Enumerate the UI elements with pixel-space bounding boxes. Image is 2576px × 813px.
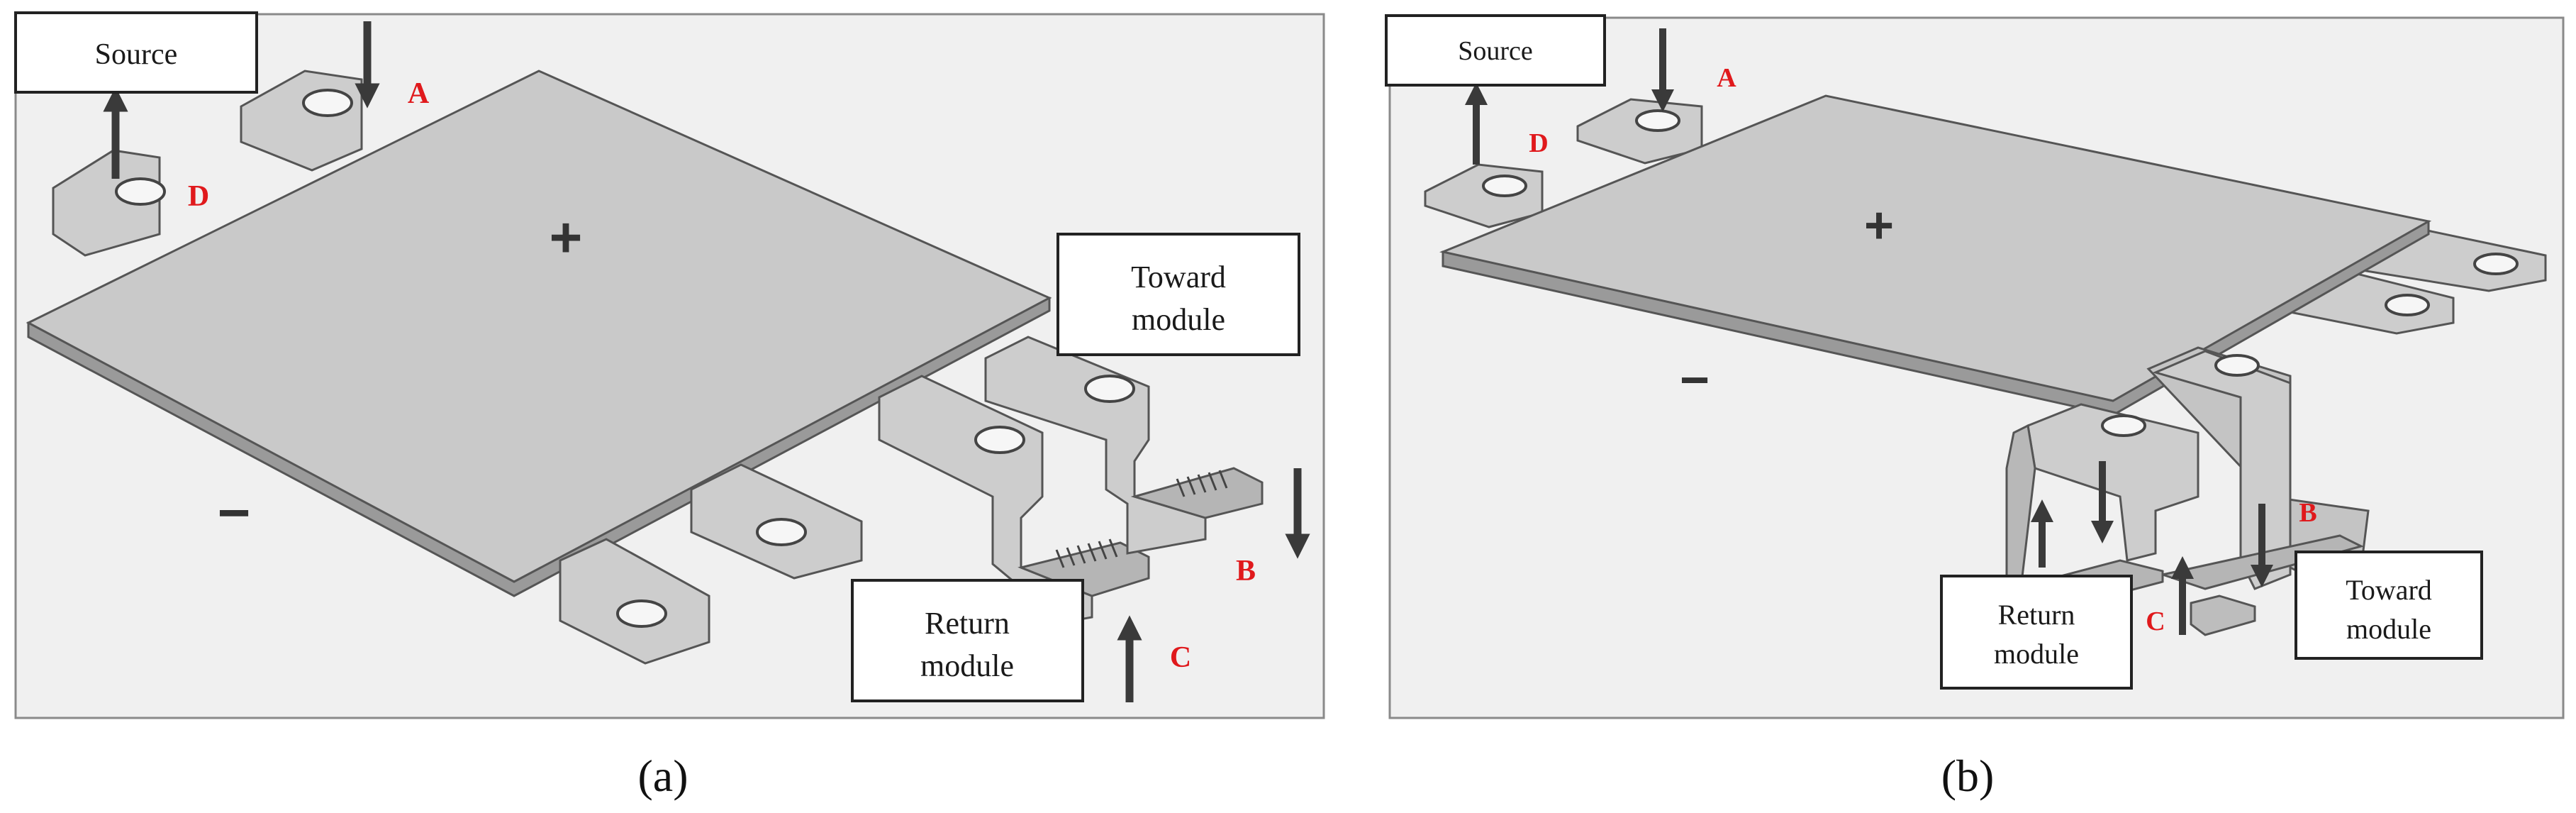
panel-b-toward-label-2: module	[2346, 613, 2431, 645]
panel-a-toward-label-2: module	[1132, 302, 1225, 337]
panel-a: + − Source Toward module Return module A…	[14, 11, 1325, 801]
panel-b-source-box: Source	[1385, 14, 1606, 87]
panel-a-caption: (a)	[637, 751, 688, 801]
panel-a-minus-sign: −	[218, 481, 251, 544]
panel-a-return-label-2: module	[920, 648, 1014, 683]
panel-a-return-box: Return module	[851, 579, 1084, 702]
panel-b-toward-label-1: Toward	[2346, 574, 2432, 606]
panel-a-point-d: D	[188, 180, 209, 213]
panel-a-point-a: A	[408, 77, 430, 110]
panel-a-lower-tab-1	[559, 538, 710, 665]
panel-b-source-label: Source	[1458, 36, 1533, 66]
panel-b-return-label-1: Return	[1998, 599, 2075, 631]
panel-a-plus-sign: +	[550, 206, 583, 269]
panel-b-toward-box: Toward module	[2295, 551, 2483, 660]
panel-b-minus-sign: −	[1680, 352, 1710, 409]
panel-a-lower-tab-2	[690, 463, 863, 580]
panel-b-point-a: A	[1717, 63, 1736, 93]
panel-a-toward-box: Toward module	[1056, 233, 1300, 356]
panel-a-source-box: Source	[14, 11, 258, 94]
panel-b-plus-sign: +	[1864, 197, 1894, 254]
panel-a-connector-return	[878, 375, 1150, 633]
panel-b-point-c: C	[2146, 607, 2165, 636]
panel-a-tab-a	[240, 70, 363, 172]
panel-b: + − Source Return module Toward module A…	[1385, 14, 2565, 801]
panel-a-point-c: C	[1170, 641, 1191, 674]
panel-a-connector-toward	[984, 336, 1264, 555]
panel-b-point-b: B	[2299, 498, 2316, 528]
panel-a-source-label: Source	[95, 38, 178, 71]
panel-b-caption: (b)	[1941, 751, 1995, 801]
panel-a-point-b: B	[1236, 555, 1256, 587]
panel-a-return-label-1: Return	[925, 606, 1010, 641]
panel-b-return-box: Return module	[1940, 575, 2133, 690]
panel-b-point-d: D	[1529, 128, 1548, 158]
panel-a-cell-plate	[26, 70, 1052, 597]
panel-a-toward-label-1: Toward	[1131, 260, 1226, 294]
panel-b-return-label-2: module	[1994, 638, 2079, 670]
